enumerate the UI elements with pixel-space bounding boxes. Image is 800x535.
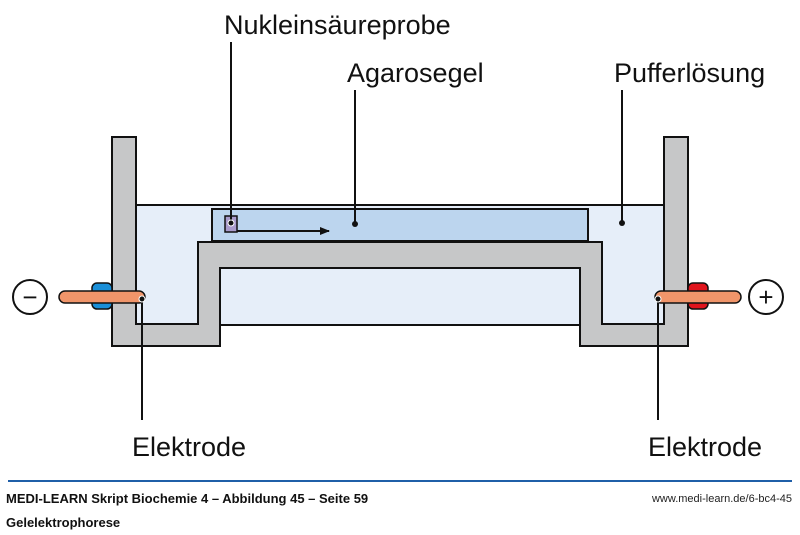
footer-caption: MEDI-LEARN Skript Biochemie 4 – Abbildun… [6,491,369,506]
anode-electrode [654,290,742,304]
cathode-symbol [12,279,48,315]
label-gel: Agarosegel [347,58,484,88]
cathode-sign: − [22,282,37,312]
leader-electrode-right [654,295,662,420]
anode-symbol [748,279,784,315]
label-electrode-left: Elektrode [132,432,246,462]
agarose-gel [211,208,589,242]
gel-electrophoresis-diagram: − + Nukleinsäureprobe Agarosegel Pufferl… [12,10,784,462]
label-sample: Nukleinsäureprobe [224,10,451,40]
leader-sample [227,42,235,227]
leader-electrode-left [138,295,146,420]
chamber [111,136,689,347]
cathode-electrode [58,290,146,304]
footer-divider [8,480,792,482]
label-electrode-right: Elektrode [648,432,762,462]
leader-buffer [619,90,625,226]
footer-url[interactable]: www.medi-learn.de/6-bc4-45 [651,493,792,505]
figure-title: Gelelektrophorese [6,515,121,530]
label-buffer: Pufferlösung [614,58,765,88]
leader-gel [352,90,358,227]
anode-sign: + [758,282,773,312]
